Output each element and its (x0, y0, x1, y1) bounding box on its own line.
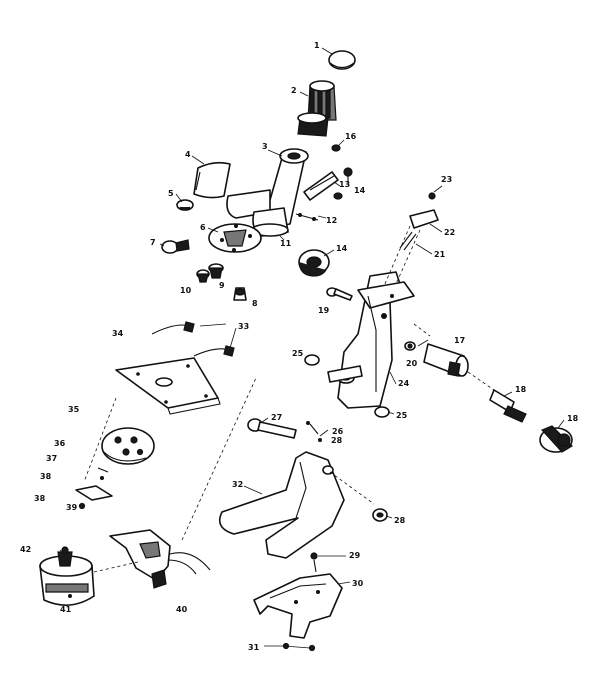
callout-23: 23 (441, 175, 452, 184)
callout-21: 21 (434, 250, 446, 259)
part-bulb (161, 239, 190, 254)
part-switch-assembly (109, 377, 257, 589)
part-bearing (298, 249, 330, 277)
callout-31: 31 (248, 643, 260, 652)
callout-42: 42 (20, 545, 31, 554)
part-screw-14 (343, 167, 353, 184)
callout-labels: 1 2 3 4 5 6 7 8 9 10 11 12 13 14 14 16 1… (20, 41, 579, 652)
callout-40: 40 (176, 605, 188, 614)
part-fasteners (75, 397, 117, 510)
callout-38b: 38 (34, 494, 46, 503)
callout-28a: 28 (394, 516, 406, 525)
callout-12: 12 (326, 216, 337, 225)
part-disc (101, 427, 155, 465)
callout-27: 27 (271, 413, 282, 422)
part-nut-28 (372, 508, 388, 522)
callout-30: 30 (352, 579, 364, 588)
part-knob (539, 425, 573, 453)
callout-10: 10 (180, 286, 192, 295)
callout-1: 1 (314, 41, 320, 50)
part-bracket-clip (295, 171, 339, 221)
callout-41: 41 (60, 605, 72, 614)
part-base-clamp (253, 552, 343, 652)
callout-20: 20 (406, 359, 418, 368)
part-upright-bracket (327, 271, 415, 409)
callout-25a: 25 (292, 349, 304, 358)
callout-3: 3 (262, 142, 268, 151)
part-disc-flange (208, 223, 262, 253)
part-mounting-plate (115, 357, 221, 415)
part-screw-16 (331, 144, 343, 200)
callout-37: 37 (46, 454, 57, 463)
part-screws-set (196, 263, 247, 301)
callout-18b: 18 (567, 414, 579, 423)
part-housing-tube (226, 148, 309, 237)
callout-19: 19 (318, 306, 330, 315)
callout-9: 9 (219, 281, 225, 290)
part-knurled-nut (297, 80, 337, 137)
callout-17: 17 (454, 336, 465, 345)
callout-35: 35 (68, 405, 80, 414)
part-shaft (413, 323, 527, 423)
part-motor (39, 546, 139, 606)
leader-lines (59, 47, 565, 649)
part-fork-yoke (218, 451, 375, 559)
callout-22: 22 (444, 228, 455, 237)
callout-16: 16 (345, 132, 357, 141)
callout-4: 4 (185, 150, 191, 159)
callout-2: 2 (291, 86, 297, 95)
callout-38a: 38 (40, 472, 52, 481)
callout-24: 24 (398, 379, 410, 388)
part-small-cup (176, 199, 194, 211)
callout-33: 33 (238, 322, 249, 331)
callout-32: 32 (232, 480, 243, 489)
callout-39: 39 (66, 503, 78, 512)
part-bolt-19 (326, 287, 353, 301)
callout-18a: 18 (515, 385, 527, 394)
callout-13: 13 (339, 180, 350, 189)
callout-6: 6 (200, 223, 206, 232)
callout-7: 7 (150, 238, 156, 247)
callout-5: 5 (168, 189, 174, 198)
part-top-bracket (383, 192, 439, 287)
callout-14b: 14 (336, 244, 348, 253)
callout-34: 34 (112, 329, 124, 338)
part-bolt-27 (247, 418, 297, 439)
callout-29: 29 (349, 551, 361, 560)
callout-8: 8 (252, 299, 258, 308)
callout-14a: 14 (354, 186, 366, 195)
callout-11: 11 (280, 239, 292, 248)
callout-26: 26 (332, 427, 344, 436)
part-shield (193, 161, 231, 199)
part-cap (328, 50, 356, 70)
callout-25b: 25 (396, 411, 408, 420)
callout-36: 36 (54, 439, 66, 448)
callout-28b: 28 (331, 436, 343, 445)
part-wire-clips (151, 321, 235, 357)
